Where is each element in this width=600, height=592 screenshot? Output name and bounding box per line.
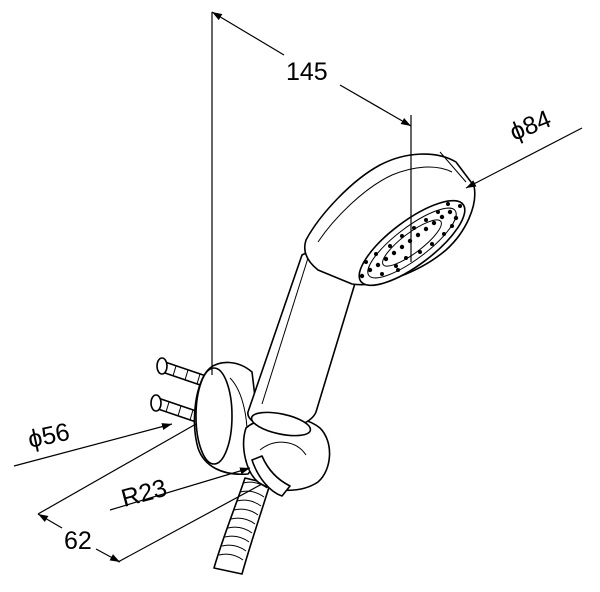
dimension-62-label: 62 — [64, 527, 92, 555]
dimension-diameter-84: ϕ84 — [466, 105, 582, 188]
dimension-radius-23-label: R23 — [118, 474, 170, 513]
dimension-145-label: 145 — [286, 58, 328, 86]
dimension-diameter-84-label: ϕ84 — [506, 105, 555, 147]
dimension-diameter-56-label: ϕ56 — [25, 418, 72, 454]
dimension-radius-23: R23 — [110, 468, 250, 513]
shower-hose — [214, 478, 270, 574]
dimension-diameter-56: ϕ56 — [14, 418, 172, 466]
